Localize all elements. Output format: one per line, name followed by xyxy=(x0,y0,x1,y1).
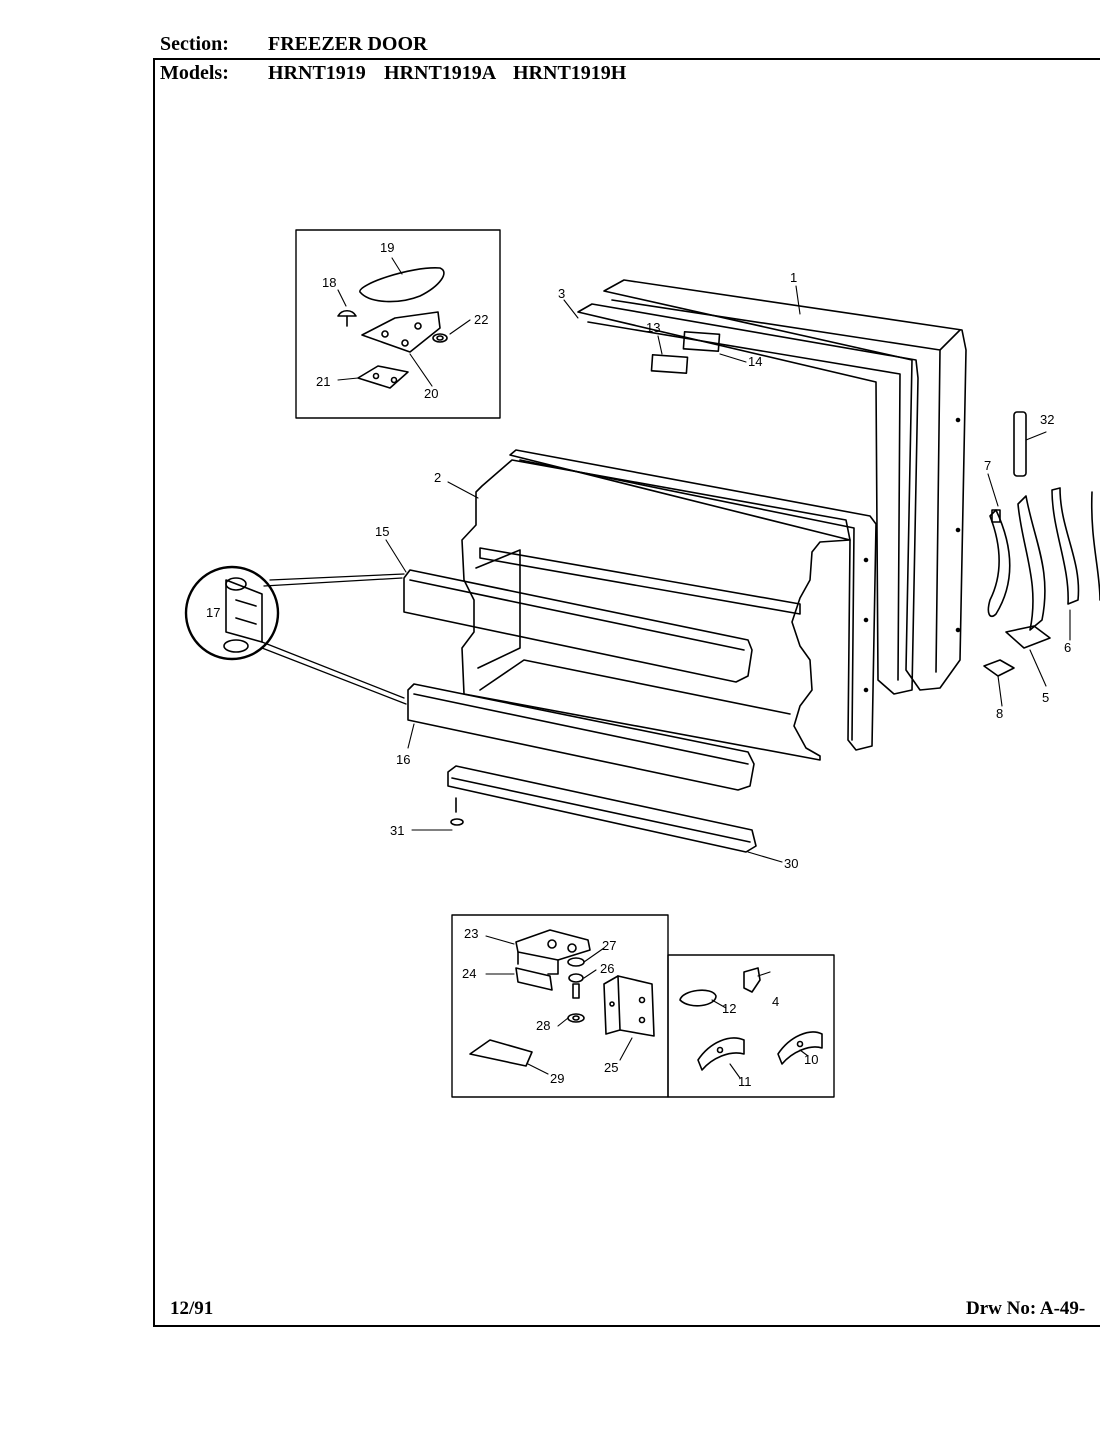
callout-7: 7 xyxy=(984,458,991,473)
shelf-bar-upper xyxy=(403,569,753,683)
cap-part-12 xyxy=(679,989,717,1007)
liner-upper-shelf xyxy=(479,547,801,615)
handle-part-5 xyxy=(1017,495,1046,631)
label-part-14 xyxy=(682,331,721,353)
callout-18: 18 xyxy=(322,275,336,290)
callout-8: 8 xyxy=(996,706,1003,721)
callout-19: 19 xyxy=(380,240,394,255)
callout-21: 21 xyxy=(316,374,330,389)
clip-part-11 xyxy=(697,1037,745,1071)
callout-23: 23 xyxy=(464,926,478,941)
hardware-box-left xyxy=(451,914,669,1098)
callout-5: 5 xyxy=(1042,690,1049,705)
callout-31: 31 xyxy=(390,823,404,838)
detail-circle xyxy=(184,565,280,661)
hinge-plate-part xyxy=(361,311,441,353)
callout-2: 2 xyxy=(434,470,441,485)
footer-drawing-number: Drw No: A-49- xyxy=(966,1298,1086,1319)
callout-15: 15 xyxy=(375,524,389,539)
callout-20: 20 xyxy=(424,386,438,401)
model-2: HRNT1919A xyxy=(384,62,497,84)
handle-trim-part xyxy=(1013,411,1027,477)
callout-14: 14 xyxy=(748,354,762,369)
callout-24: 24 xyxy=(462,966,476,981)
callout-3: 3 xyxy=(558,286,565,301)
handle-part-6 xyxy=(1051,487,1080,605)
callout-17: 17 xyxy=(206,605,220,620)
door-gasket xyxy=(577,303,919,695)
callout-30: 30 xyxy=(784,856,798,871)
callout-29: 29 xyxy=(550,1071,564,1086)
shim-24 xyxy=(515,967,553,991)
handle-part-7 xyxy=(987,509,1011,618)
door-liner xyxy=(461,459,851,761)
footer-date: 12/91 xyxy=(170,1298,214,1319)
screw-part xyxy=(450,818,464,826)
plate-29 xyxy=(469,1039,533,1067)
hinge-detail-box xyxy=(295,229,501,419)
door-outer-panel xyxy=(603,279,967,691)
bracket-part-8 xyxy=(983,659,1015,677)
callout-28: 28 xyxy=(536,1018,550,1033)
callout-22: 22 xyxy=(474,312,488,327)
stud-part-4 xyxy=(743,967,761,993)
hinge-cover-part xyxy=(359,267,445,303)
hardware-box-right xyxy=(667,954,835,1098)
label-part-13 xyxy=(650,354,689,375)
callout-12: 12 xyxy=(722,1001,736,1016)
callout-11: 11 xyxy=(738,1074,752,1089)
hinge-bracket-23 xyxy=(515,929,591,961)
callout-27: 27 xyxy=(602,938,616,953)
callout-26: 26 xyxy=(600,961,614,976)
hinge-25-right xyxy=(617,975,655,1037)
callout-16: 16 xyxy=(396,752,410,767)
callout-13: 13 xyxy=(646,320,660,335)
door-liner-edge xyxy=(509,449,877,751)
callout-1: 1 xyxy=(790,270,797,285)
model-1: HRNT1919 xyxy=(268,62,366,84)
callout-25: 25 xyxy=(604,1060,618,1075)
callout-4: 4 xyxy=(772,994,779,1009)
clip-part-10 xyxy=(777,1031,823,1065)
section-title: FREEZER DOOR xyxy=(268,33,428,55)
hinge-25-left xyxy=(603,975,621,1035)
callout-6: 6 xyxy=(1064,640,1071,655)
drawing-frame xyxy=(153,58,1100,1327)
section-label: Section: xyxy=(160,33,229,55)
callout-10: 10 xyxy=(804,1052,818,1067)
trim-strip xyxy=(447,765,757,853)
models-label: Models: xyxy=(160,62,229,84)
callout-32: 32 xyxy=(1040,412,1054,427)
shelf-bar-lower xyxy=(407,683,755,791)
hinge-shim-part xyxy=(357,365,409,389)
model-3: HRNT1919H xyxy=(513,62,627,84)
